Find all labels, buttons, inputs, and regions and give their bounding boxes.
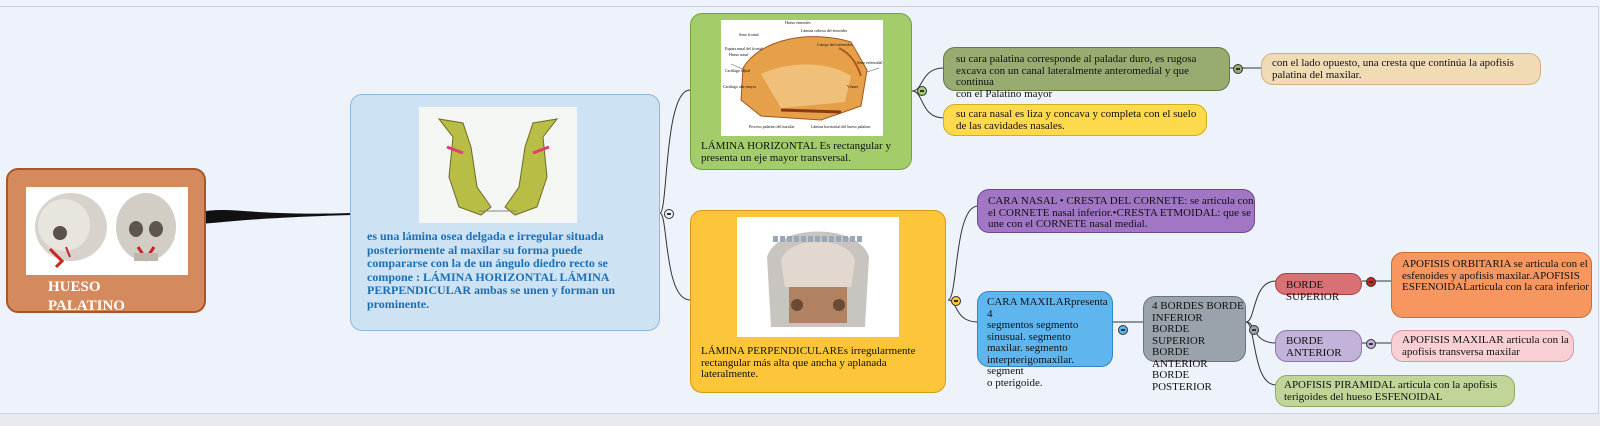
- apofisis-piramidal-text: APOFISIS PIRAMIDAL articula con la apofi…: [1284, 379, 1498, 403]
- lamina-perpendicular-text: LÁMINA PERPENDICULAREs irregularmente re…: [701, 345, 916, 380]
- apofisis-orbitaria-text: APOFISIS ORBITARIA se articula con el es…: [1402, 258, 1589, 293]
- link-horizontal-olive: [911, 67, 945, 92]
- image-label: Seno esfenoidal: [857, 60, 883, 65]
- node-cresta-palatina[interactable]: con el lado opuesto, una cresta que cont…: [1261, 53, 1541, 85]
- collapse-toggle-borde-anterior[interactable]: [1366, 339, 1376, 349]
- link-perp-nasal: [947, 205, 979, 301]
- collapse-toggle-perpendicular[interactable]: [951, 296, 961, 306]
- collapse-toggle-central[interactable]: [664, 209, 674, 219]
- image-label: Cartílago alar mayor: [723, 84, 757, 89]
- link-central-perpendicular: [659, 212, 691, 301]
- image-label: Cuerpo del esfenoides: [817, 42, 853, 47]
- root-title: HUESO PALATINO: [48, 279, 125, 314]
- root-node-hueso-palatino[interactable]: HUESO PALATINO: [6, 168, 206, 314]
- link-horizontal-yellow: [911, 90, 945, 119]
- image-label: Espina nasal del frontal: [725, 46, 763, 51]
- borde-anterior-text: BORDE ANTERIOR: [1286, 335, 1342, 359]
- collapse-toggle-maxilar[interactable]: [1118, 325, 1128, 335]
- cara-nasal-horizontal-text: su cara nasal es liza y concava y comple…: [956, 108, 1197, 132]
- node-4-bordes[interactable]: 4 BORDES BORDE INFERIOR BORDE SUPERIOR B…: [1143, 296, 1246, 392]
- node-cara-palatina[interactable]: su cara palatina corresponde al paladar …: [943, 47, 1230, 99]
- nasal-septum-image: Seno frontal Hueso etmoides Lámina cribo…: [721, 20, 883, 136]
- link-bordes-superior: [1245, 280, 1277, 323]
- link-root-central: [200, 210, 352, 224]
- collapse-toggle-horizontal[interactable]: [917, 86, 927, 96]
- cara-palatina-text: su cara palatina corresponde al paladar …: [956, 53, 1197, 100]
- node-lamina-horizontal[interactable]: Seno frontal Hueso etmoides Lámina cribo…: [690, 13, 912, 170]
- image-label: Hueso nasal: [729, 52, 749, 57]
- image-label: Lámina cribosa del etmoides: [801, 28, 848, 33]
- palate-image: [737, 217, 899, 337]
- node-apofisis-orbitaria[interactable]: APOFISIS ORBITARIA se articula con el es…: [1391, 252, 1592, 318]
- node-cara-maxilar[interactable]: CARA MAXILARpresenta 4 segmentos segment…: [977, 291, 1113, 388]
- node-borde-superior[interactable]: BORDE SUPERIOR: [1275, 273, 1362, 302]
- image-label: Cartílago septal: [725, 68, 751, 73]
- central-node-description[interactable]: es una lámina osea delgada e irregular s…: [350, 94, 660, 331]
- status-bar: [0, 414, 1600, 426]
- apofisis-maxilar-text: APOFISIS MAXILAR articula con la apofisi…: [1402, 334, 1569, 358]
- skull-image: [26, 187, 188, 275]
- image-label: Proceso palatino del maxilar: [749, 124, 795, 129]
- node-cara-nasal-horizontal[interactable]: su cara nasal es liza y concava y comple…: [943, 104, 1207, 136]
- cresta-palatina-text: con el lado opuesto, una cresta que cont…: [1272, 57, 1514, 81]
- palatine-bone-image: [419, 107, 577, 223]
- bordes-text: 4 BORDES BORDE INFERIOR BORDE SUPERIOR B…: [1152, 300, 1244, 393]
- lamina-horizontal-text: LÁMINA HORIZONTAL Es rectangular y prese…: [701, 140, 891, 164]
- node-apofisis-piramidal[interactable]: APOFISIS PIRAMIDAL articula con la apofi…: [1275, 375, 1515, 407]
- borde-superior-text: BORDE SUPERIOR: [1286, 279, 1340, 303]
- image-label: Seno frontal: [739, 32, 759, 37]
- collapse-toggle-bordes[interactable]: [1249, 325, 1259, 335]
- link-perp-maxilar: [947, 299, 979, 323]
- image-label: Vómer: [847, 84, 859, 89]
- collapse-toggle-palatina[interactable]: [1233, 64, 1243, 74]
- node-apofisis-maxilar[interactable]: APOFISIS MAXILAR articula con la apofisi…: [1391, 330, 1574, 362]
- central-text: es una lámina osea delgada e irregular s…: [367, 229, 616, 311]
- node-lamina-perpendicular[interactable]: LÁMINA PERPENDICULAREs irregularmente re…: [690, 210, 946, 393]
- cara-nasal-text: CARA NASAL • CRESTA DEL CORNETE: se arti…: [988, 195, 1254, 230]
- node-cara-nasal[interactable]: CARA NASAL • CRESTA DEL CORNETE: se arti…: [977, 189, 1255, 233]
- link-central-horizontal: [659, 89, 691, 214]
- link-bordes-piramidal: [1245, 321, 1277, 386]
- node-borde-anterior[interactable]: BORDE ANTERIOR: [1275, 330, 1362, 362]
- image-label: Hueso etmoides: [785, 20, 811, 25]
- image-label: Lámina horizontal del hueso palatino: [811, 124, 871, 129]
- cara-maxilar-text: CARA MAXILARpresenta 4 segmentos segment…: [987, 296, 1108, 389]
- collapse-toggle-borde-superior[interactable]: [1366, 277, 1376, 287]
